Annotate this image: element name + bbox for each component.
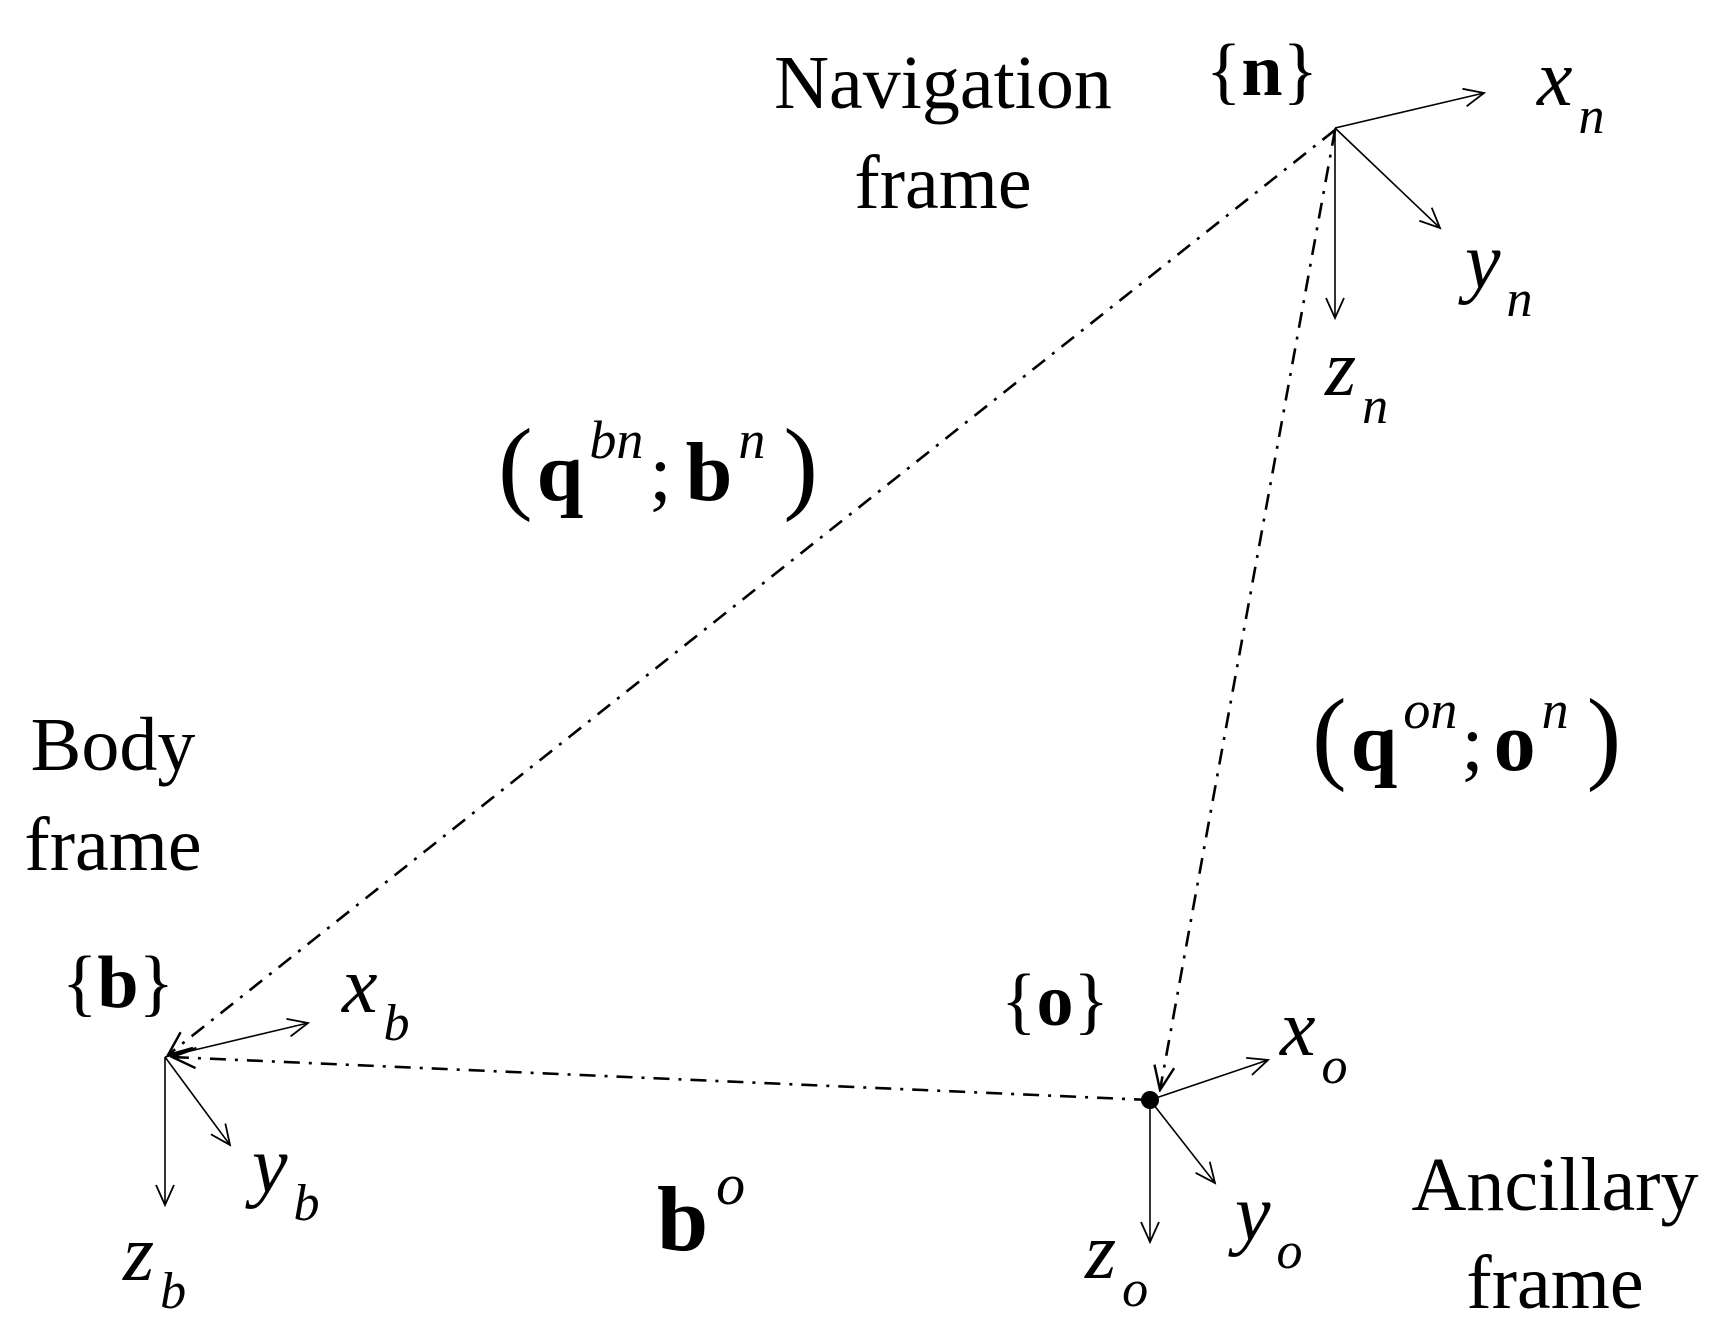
body-frame-label-line2: frame xyxy=(24,803,201,887)
nav-brace-close: } xyxy=(1283,30,1319,112)
ancillary-to-body-line xyxy=(172,1057,1151,1102)
body-y-axis-arrow xyxy=(164,1056,230,1145)
body-frame-symbol: {b} xyxy=(62,942,174,1024)
nav-x-axis-arrow xyxy=(1334,93,1484,129)
nav-to-ancillary-line xyxy=(1160,129,1337,1090)
nav-to-body-line xyxy=(168,128,1336,1055)
ancillary-frame-label-line2: frame xyxy=(1466,1241,1643,1325)
body-brace-open: { xyxy=(62,942,98,1024)
body-symbol: b xyxy=(97,942,138,1024)
ancillary-x-axis-arrow xyxy=(1149,1060,1268,1101)
nav-brace-open: { xyxy=(1206,30,1242,112)
anc-brace-open: { xyxy=(1001,960,1037,1042)
ancillary-y-axis-arrow xyxy=(1149,1099,1215,1183)
ancillary-frame-symbol: {o} xyxy=(1001,960,1109,1042)
body-frame-axes xyxy=(165,1023,308,1205)
body-frame-label-line1: Body xyxy=(31,703,196,787)
body-brace-close: } xyxy=(139,942,175,1024)
navigation-frame-label-line1: Navigation xyxy=(774,41,1112,125)
anc-brace-close: } xyxy=(1074,960,1110,1042)
ancillary-frame-label-line1: Ancillary xyxy=(1411,1143,1698,1227)
anc-symbol: o xyxy=(1037,960,1074,1042)
navigation-frame-label-line2: frame xyxy=(854,141,1031,225)
navigation-frame-axes xyxy=(1335,93,1484,318)
ancillary-frame-axes xyxy=(1141,1060,1268,1242)
nav-y-axis-arrow xyxy=(1334,127,1440,228)
navigation-frame-symbol: {n} xyxy=(1206,30,1318,112)
body-x-axis-arrow xyxy=(164,1023,308,1058)
nav-symbol: n xyxy=(1241,30,1282,112)
